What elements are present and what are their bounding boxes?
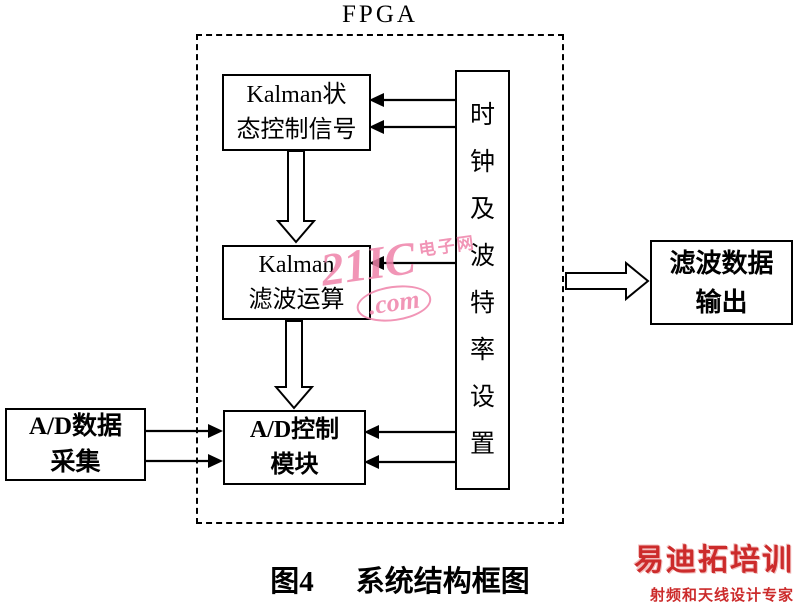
arrow-fpga-to-filter-output xyxy=(565,260,650,302)
fpga-boundary xyxy=(196,34,564,524)
figure-caption-number: 图4 xyxy=(270,566,314,598)
block-kalman-filter-line1: Kalman xyxy=(258,252,335,279)
block-ad-acquisition-line1: A/D数据 xyxy=(28,413,123,440)
figure-caption: 图4 系统结构框图 xyxy=(0,558,800,600)
figure-caption-text: 系统结构框图 xyxy=(355,566,530,598)
block-filter-data-output-line2: 输出 xyxy=(695,287,748,317)
block-kalman-state-line2: 态控制信号 xyxy=(236,116,357,143)
block-ad-acquisition: A/D数据 采集 xyxy=(5,408,146,481)
block-kalman-filter-line2: 滤波运算 xyxy=(248,286,345,313)
block-ad-acquisition-line2: 采集 xyxy=(50,448,101,476)
block-ad-control: A/D控制 模块 xyxy=(223,410,366,485)
block-kalman-filter: Kalman 滤波运算 xyxy=(222,245,371,320)
block-clock-baud-label: 时钟及波特率设置 xyxy=(470,102,496,458)
block-clock-baud-settings: 时钟及波特率设置 xyxy=(455,70,510,490)
block-kalman-state-line1: Kalman状 xyxy=(246,82,347,109)
fpga-label: FPGA xyxy=(342,1,418,28)
block-ad-control-line1: A/D控制 xyxy=(249,417,340,444)
block-kalman-state-control: Kalman状 态控制信号 xyxy=(222,74,371,151)
block-filter-data-output: 滤波数据 输出 xyxy=(650,240,793,325)
block-ad-control-line2: 模块 xyxy=(270,451,319,478)
block-filter-data-output-line1: 滤波数据 xyxy=(669,248,774,278)
